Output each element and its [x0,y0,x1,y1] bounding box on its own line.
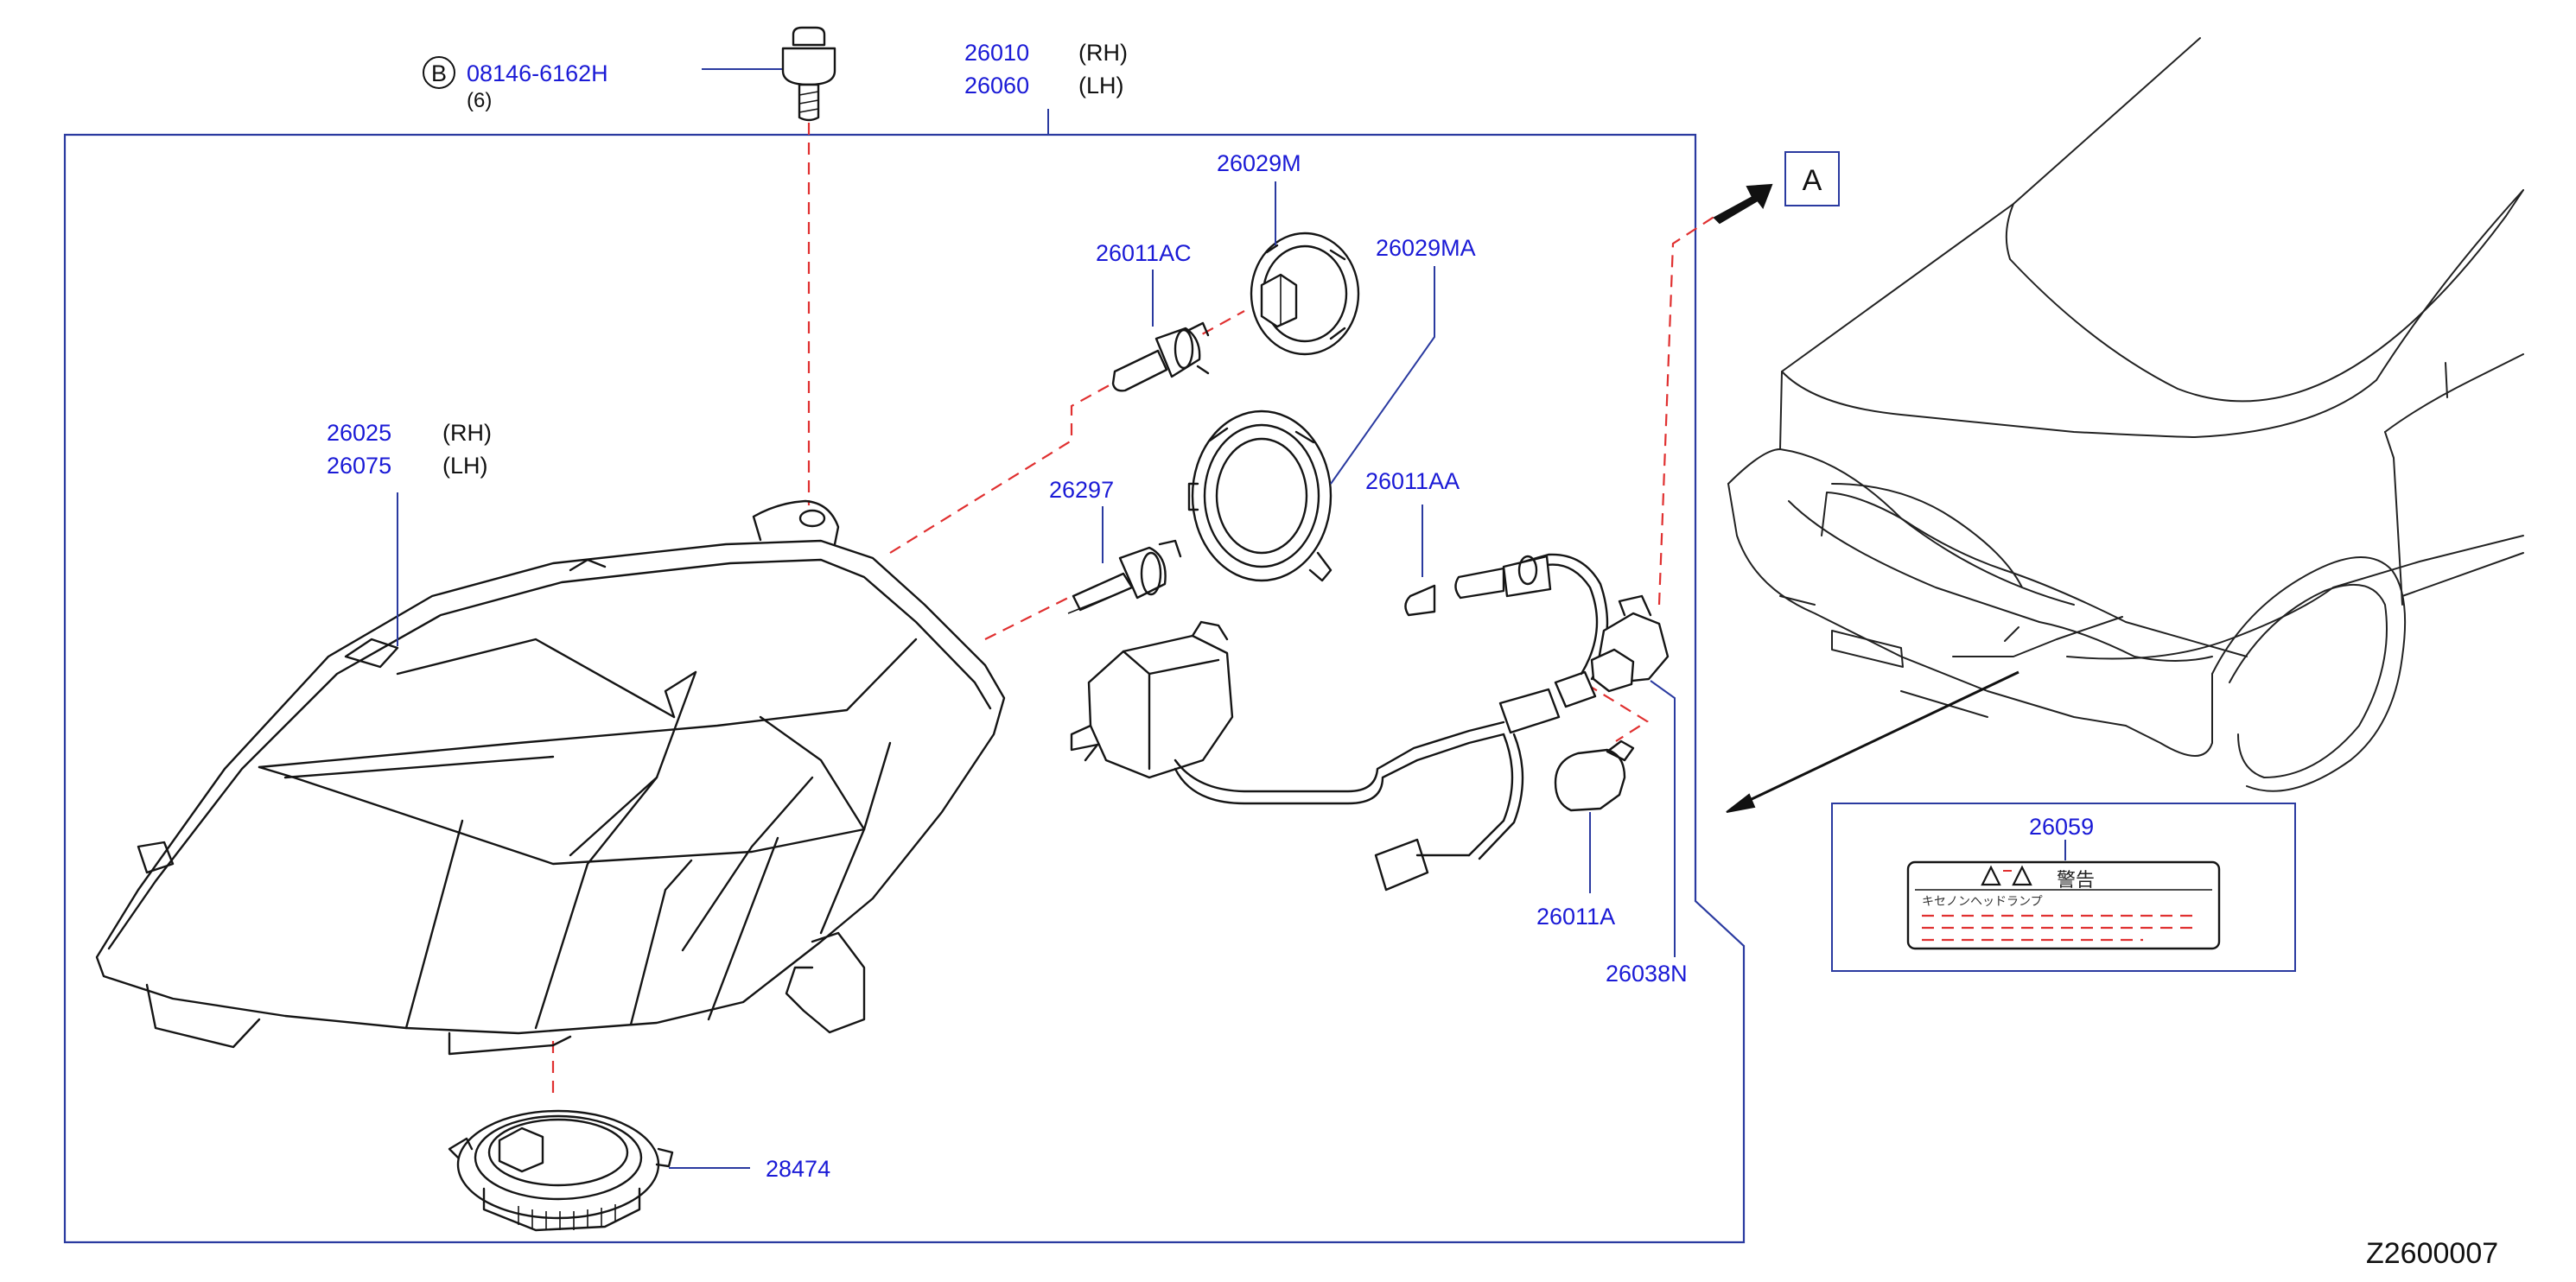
reference-box-a[interactable]: A [1713,151,1840,225]
housing-lh-part-number[interactable]: 26075 [327,453,391,479]
bolt-part-number[interactable]: 08146-6162H [467,60,608,86]
bulb-26011a [1554,739,1635,812]
assembly-callout[interactable]: 26010 (RH) 26060 (LH) [964,40,1128,98]
warning-label-subtitle: キセノンヘッドランプ [1922,894,2043,908]
cap-26029m-part-number[interactable]: 26029M [1217,150,1301,176]
cap-26029m-callout[interactable]: 26029M [1217,150,1301,245]
ballast-28474 [448,1109,674,1232]
assembly-lh-label: (LH) [1078,73,1124,98]
headlamp-housing [95,499,1006,1056]
bolt-drawing [781,26,836,122]
dashed-relation-lines [551,123,1716,1095]
bulb-26011ac-callout[interactable]: 26011AC [1096,240,1192,327]
label-26059-part-number[interactable]: 26059 [2029,814,2094,840]
housing-lh-label: (LH) [442,453,488,479]
cap-26029m [1250,232,1360,356]
igniter-harness [1070,553,1609,892]
warning-label-title: 警告 [2057,870,2095,892]
assembly-rh-label: (RH) [1078,40,1128,66]
bulb-26011ac-part-number[interactable]: 26011AC [1096,240,1192,266]
bolt-circle-letter: B [431,60,447,86]
bulb-26011a-part-number[interactable]: 26011A [1536,904,1615,930]
ballast-28474-part-number[interactable]: 28474 [766,1156,830,1182]
socket-26038n-callout[interactable]: 26038N [1606,680,1688,987]
warning-label-box: 警告 キセノンヘッドランプ [1831,803,2296,972]
bulb-26297-part-number[interactable]: 26297 [1049,477,1114,503]
bulb-26297-callout[interactable]: 26297 [1049,477,1114,563]
warning-triangle-icon [2012,865,2032,886]
socket-26038n [1590,594,1670,693]
car-callout-arrow [1726,670,2019,813]
socket-26038n-part-number[interactable]: 26038N [1606,961,1688,987]
cap-26029ma [1187,409,1333,582]
bolt-circle-marker [423,56,455,89]
bulb-26011aa-callout[interactable]: 26011AA [1365,468,1460,577]
bulb-26297 [1067,539,1182,614]
bulb-26011aa [1404,555,1552,617]
bulb-26011ac [1111,321,1210,392]
diagram-code: Z2600007 [2366,1237,2498,1270]
bulb-26011aa-part-number[interactable]: 26011AA [1365,468,1460,494]
car-sketch [1727,37,2524,792]
ballast-28474-callout[interactable]: 28474 [669,1156,830,1182]
assembly-frame [63,109,1746,1244]
warning-triangle-icon [1981,865,2001,886]
assembly-lh-part-number[interactable]: 26060 [964,73,1029,98]
housing-callout[interactable]: 26025 (RH) 26075 (LH) [327,420,492,646]
bolt-quantity: (6) [467,89,492,112]
housing-rh-label: (RH) [442,420,492,446]
assembly-rh-part-number[interactable]: 26010 [964,40,1029,66]
housing-rh-part-number[interactable]: 26025 [327,420,391,446]
cap-26029ma-callout[interactable]: 26029MA [1330,235,1476,485]
cap-26029ma-part-number[interactable]: 26029MA [1376,235,1476,261]
bulb-26011a-callout[interactable]: 26011A [1536,812,1615,930]
bolt-callout[interactable]: B 08146-6162H (6) [423,56,788,112]
reference-letter: A [1803,164,1822,197]
label-26059-callout[interactable]: 26059 [2029,814,2094,840]
